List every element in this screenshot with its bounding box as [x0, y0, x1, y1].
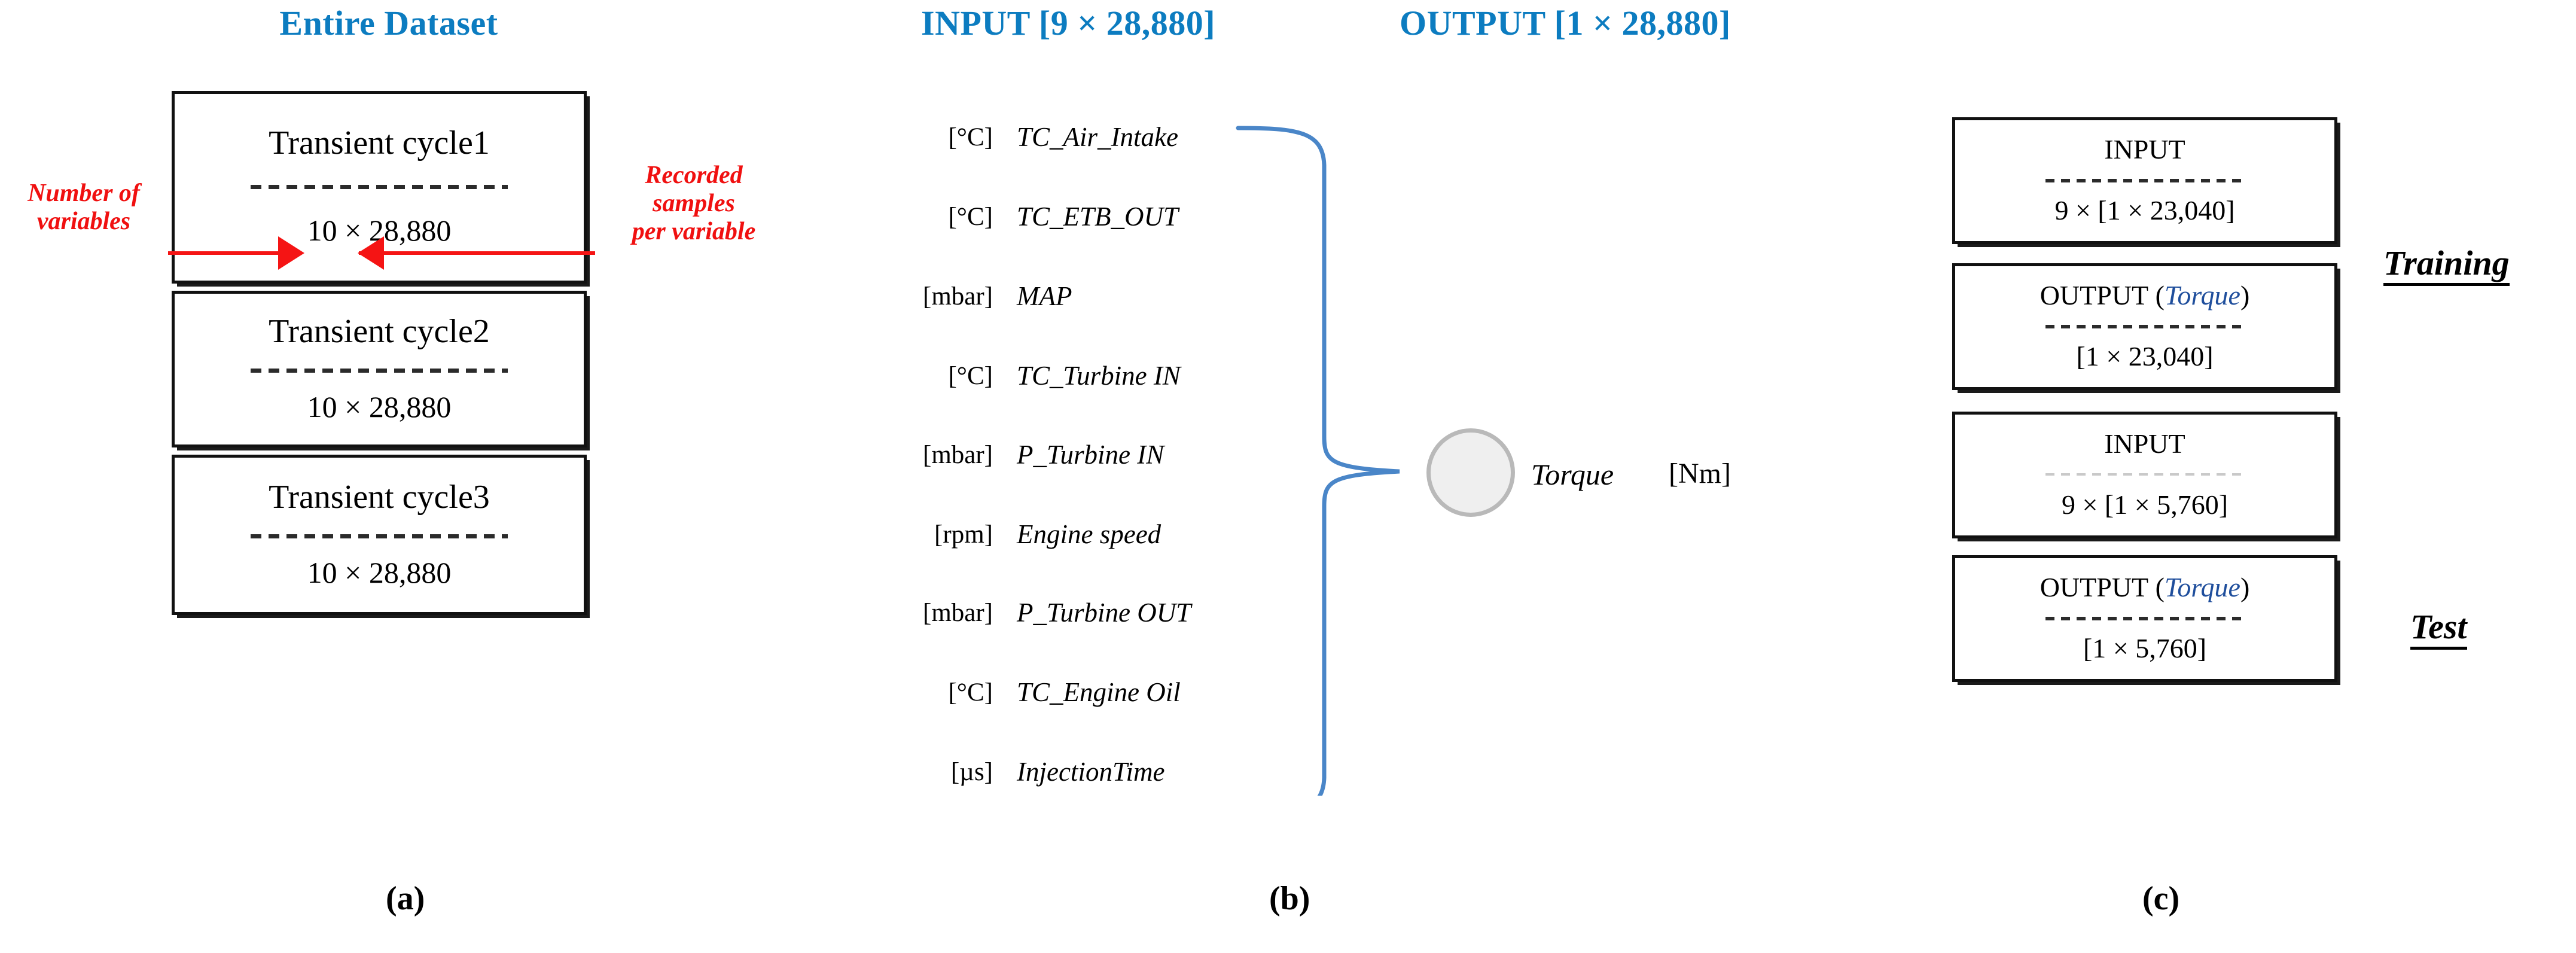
- training-output-title-main: OUTPUT: [2040, 280, 2149, 310]
- panel-c-caption: (c): [2142, 880, 2180, 917]
- annotation-number-of-variables: Number of variables: [0, 179, 167, 236]
- variable-unit-4: [°C]: [948, 362, 993, 390]
- test-output-title-torque: Torque: [2164, 572, 2240, 602]
- input-brace-icon: [1236, 126, 1400, 796]
- test-output-dims: [1 × 5,760]: [2083, 633, 2207, 663]
- cycle-box-2: Transient cycle2 10 × 28,880: [172, 291, 587, 447]
- cycle-box-1-separator: [251, 184, 508, 189]
- cycle-box-1-title: Transient cycle1: [269, 124, 490, 162]
- test-input-dims: 9 × [1 × 5,760]: [2061, 489, 2229, 520]
- panel-b-input-header: INPUT [9 × 28,880]: [921, 4, 1216, 42]
- cycle-box-3-separator: [251, 534, 508, 538]
- test-output-title: OUTPUT (Torque): [2040, 572, 2250, 602]
- training-output-dims: [1 × 23,040]: [2076, 341, 2214, 372]
- training-output-separator: [2045, 325, 2244, 328]
- training-input-box: INPUT 9 × [1 × 23,040]: [1952, 117, 2337, 244]
- variable-name-7: P_Turbine OUT: [1017, 598, 1191, 628]
- annotation-number-of-variables-line-2: variables: [36, 208, 131, 236]
- variable-name-6: Engine speed: [1017, 519, 1162, 549]
- training-input-title: INPUT: [2104, 134, 2185, 165]
- training-output-title-torque: Torque: [2164, 280, 2240, 310]
- training-input-dims: 9 × [1 × 23,040]: [2054, 195, 2235, 226]
- cycle-box-3-dims: 10 × 28,880: [307, 555, 452, 589]
- annotation-number-of-variables-line-1: Number of: [28, 179, 140, 207]
- variable-unit-3: [mbar]: [923, 282, 993, 310]
- group-label-test: Test: [2410, 609, 2467, 650]
- variable-unit-2: [°C]: [948, 203, 993, 231]
- arrow-left-shaft: [168, 251, 288, 255]
- annotation-recorded-samples: Recorded samples per variable: [604, 162, 784, 246]
- panel-b-caption: (b): [1269, 880, 1310, 917]
- variable-name-8: TC_Engine Oil: [1017, 677, 1181, 707]
- test-output-title-main: OUTPUT: [2040, 572, 2149, 602]
- training-output-title: OUTPUT (Torque): [2040, 280, 2250, 310]
- output-node-unit: [Nm]: [1669, 458, 1731, 489]
- variable-name-5: P_Turbine IN: [1017, 440, 1164, 470]
- annotation-recorded-samples-line-2: samples: [653, 190, 735, 218]
- test-input-box: INPUT 9 × [1 × 5,760]: [1952, 412, 2337, 538]
- variable-unit-1: [°C]: [948, 123, 993, 151]
- variable-unit-8: [°C]: [948, 678, 993, 707]
- output-node-label: Torque: [1531, 458, 1614, 491]
- cycle-box-2-separator: [251, 368, 508, 373]
- annotation-recorded-samples-line-1: Recorded: [645, 162, 743, 189]
- variable-unit-9: [µs]: [950, 758, 993, 786]
- cycle-box-3-title: Transient cycle3: [269, 478, 490, 516]
- variable-name-9: InjectionTime: [1017, 757, 1165, 787]
- training-input-separator: [2045, 179, 2244, 182]
- variable-unit-7: [mbar]: [923, 599, 993, 627]
- panel-a-title: Entire Dataset: [279, 4, 498, 42]
- test-input-separator: [2045, 473, 2244, 476]
- panel-b-output-header: OUTPUT [1 × 28,880]: [1400, 4, 1731, 42]
- test-output-separator: [2045, 617, 2244, 620]
- arrow-right-head-icon: [358, 236, 384, 270]
- group-label-training: Training: [2383, 245, 2510, 287]
- arrow-left-head-icon: [278, 236, 304, 270]
- output-node-circle: [1426, 428, 1515, 517]
- variable-unit-6: [rpm]: [934, 520, 993, 549]
- arrow-right-shaft: [359, 251, 595, 255]
- annotation-recorded-samples-line-3: per variable: [632, 218, 756, 246]
- training-output-box: OUTPUT (Torque) [1 × 23,040]: [1952, 263, 2337, 390]
- panel-a-caption: (a): [386, 880, 425, 917]
- test-input-title: INPUT: [2104, 428, 2185, 459]
- cycle-box-2-title: Transient cycle2: [269, 312, 490, 350]
- test-output-box: OUTPUT (Torque) [1 × 5,760]: [1952, 555, 2337, 682]
- cycle-box-3: Transient cycle3 10 × 28,880: [172, 455, 587, 615]
- variable-unit-5: [mbar]: [923, 441, 993, 469]
- variable-name-1: TC_Air_Intake: [1017, 122, 1178, 152]
- cycle-box-2-dims: 10 × 28,880: [307, 389, 452, 424]
- variable-name-3: MAP: [1017, 281, 1072, 311]
- variable-name-4: TC_Turbine IN: [1017, 361, 1181, 391]
- variable-name-2: TC_ETB_OUT: [1017, 202, 1179, 232]
